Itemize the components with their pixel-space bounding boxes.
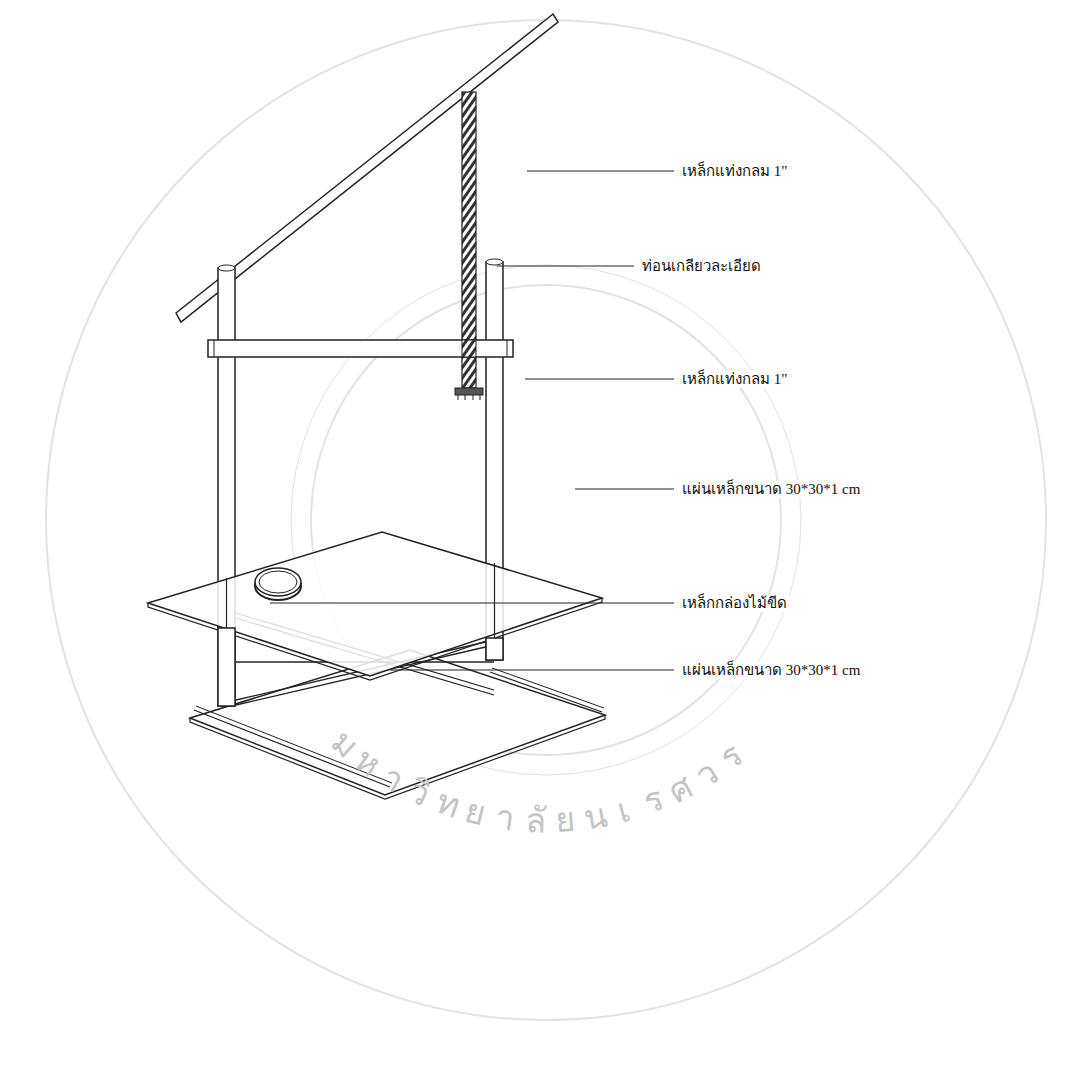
watermark-character: ย — [463, 793, 490, 831]
watermark-character: ย — [554, 802, 576, 837]
watermark-character: ร — [713, 737, 748, 775]
watermark-character: น — [581, 797, 609, 834]
watermark-character: า — [494, 799, 517, 835]
screw-rod — [462, 92, 476, 388]
leader-line — [270, 171, 674, 670]
crossbar — [208, 340, 513, 357]
watermark-character: า — [377, 759, 411, 798]
part-label: ท่อนเกลียวละเอียด — [640, 257, 763, 275]
part-label: เหล็กแท่งกลม 1" — [680, 162, 789, 180]
lower-plate — [190, 650, 605, 799]
watermark-character: ลั — [524, 802, 546, 837]
watermark-character: ห — [350, 742, 388, 782]
watermark-character: ร — [638, 781, 667, 819]
part-label: เหล็กกล่องไม้ขีด — [680, 594, 789, 612]
watermark-character: เ — [614, 792, 634, 828]
watermark-character: ศ — [663, 768, 698, 808]
part-label: แผ่นเหล็กขนาด 30*30*1 cm — [680, 661, 862, 679]
part-label: เหล็กแท่งกลม 1" — [680, 370, 789, 388]
upper-plate — [148, 532, 602, 706]
watermark-emblem — [46, 20, 1046, 1020]
watermark-character: ว — [689, 754, 723, 793]
watermark-character: ม — [326, 723, 365, 763]
watermark-character: ท — [432, 784, 464, 823]
watermark-character: วิ — [404, 773, 436, 812]
part-label: แผ่นเหล็กขนาด 30*30*1 cm — [680, 480, 862, 498]
screw-foot — [455, 388, 483, 400]
